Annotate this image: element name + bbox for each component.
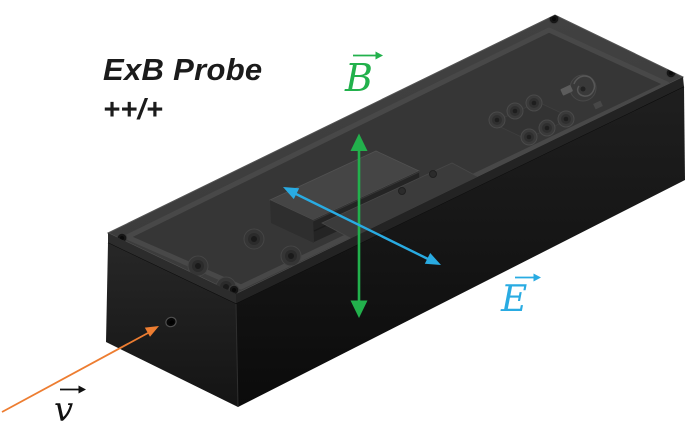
e-field-letter: E (501, 279, 528, 320)
velocity-label: v (54, 384, 87, 430)
velocity-arrow (1, 326, 159, 413)
e-field-arrow (283, 187, 441, 265)
mounting-plate (321, 162, 485, 241)
vector-overarrow-icon (353, 51, 383, 60)
probe-enclosure (106, 14, 685, 408)
vector-overarrow-icon (515, 273, 541, 282)
vector-overarrow-icon (60, 385, 86, 394)
velocity-letter: v (54, 390, 74, 430)
e-field-label: E (501, 272, 542, 320)
title-line-1: ExB Probe (103, 52, 263, 87)
beam-entrance-hole (165, 316, 177, 328)
b-field-letter: B (345, 56, 373, 100)
box-front-face (236, 87, 685, 407)
box-corner-edge (235, 303, 239, 408)
box-lid-edge-front (236, 77, 684, 304)
detector-component (560, 74, 603, 110)
figure-title: ExB Probe ++/+ (103, 54, 262, 125)
lid-internal-components (116, 15, 677, 294)
screw-cluster (488, 94, 575, 146)
box-lid-edge-left (108, 233, 236, 304)
title-line-2: ++/+ (103, 94, 164, 126)
b-field-label: B (345, 50, 384, 100)
